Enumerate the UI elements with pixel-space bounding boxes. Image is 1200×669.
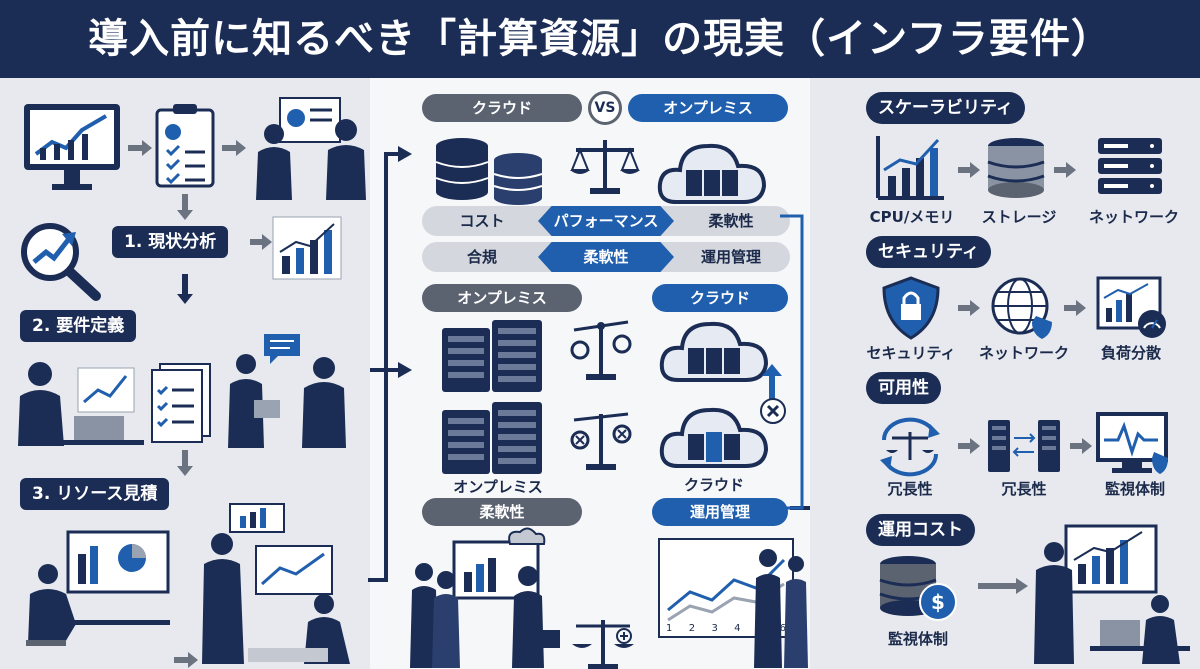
growth-chart-icon: [876, 136, 944, 200]
sync-scale-icon: [880, 417, 940, 477]
team-review-icon: [202, 503, 350, 664]
bar1-middle: パフォーマンス: [538, 206, 674, 236]
document-icon: [151, 363, 211, 443]
scale-up-arrow-icon: [762, 364, 782, 408]
cloud-server-icon: [657, 143, 767, 204]
laptop-user-icon: [18, 362, 144, 446]
availability-title: 可用性: [866, 372, 941, 404]
arrow-icon: [958, 162, 980, 178]
team-presentation-icon: [410, 527, 560, 668]
scalability-title: スケーラビリティ: [866, 92, 1025, 124]
security-title: セキュリティ: [866, 236, 991, 268]
operations-tag: 運用管理: [652, 498, 788, 526]
scale-icon: [570, 140, 640, 194]
server-rack-icon: [442, 320, 542, 392]
comparison-bar-1: コスト パフォーマンス 柔軟性: [422, 206, 790, 236]
svg-text:$: $: [931, 590, 945, 614]
opcost-title: 運用コスト: [866, 514, 975, 546]
server-rack-icon: [442, 402, 542, 474]
clipboard-icon: [155, 104, 215, 188]
arrow-down-icon: [177, 274, 193, 304]
arrow-icon: [1054, 162, 1076, 178]
chart-tick-4: 4: [734, 623, 741, 634]
step-1-label: 1. 現状分析: [112, 226, 229, 258]
step-2-label: 2. 要件定義: [20, 310, 137, 342]
chat-icon: [264, 334, 300, 364]
onprem-tag: オンプレミス: [422, 284, 582, 312]
onprem-caption: オンプレミス: [453, 478, 543, 496]
scalability-item-1: CPU/メモリ: [869, 208, 955, 226]
flexibility-tag: 柔軟性: [422, 498, 582, 526]
security-item-2: ネットワーク: [978, 344, 1069, 362]
arrow-icon: [1064, 300, 1086, 316]
monitor-heartbeat-icon: [1096, 412, 1168, 474]
availability-item-1: 冗長性: [887, 480, 933, 498]
server-stack-icon: [1098, 138, 1162, 194]
scalability-item-2: ストレージ: [981, 208, 1057, 226]
scale-icon: [572, 620, 634, 669]
security-item-1: セキュリティ: [866, 344, 956, 362]
database-icon: [435, 138, 543, 205]
shield-lock-icon: [882, 276, 940, 340]
scale-imbalance-icon: [570, 412, 632, 470]
presenter-icon: [754, 549, 808, 668]
cloud-caption: クラウド: [683, 476, 744, 494]
coin-database-icon: $: [879, 556, 957, 621]
monitor-chart-icon: [24, 104, 120, 190]
arrow-icon: [250, 234, 272, 250]
step-3-label: 3. リソース見積: [20, 478, 170, 510]
bar2-left: 合規: [466, 248, 497, 266]
scalability-item-3: ネットワーク: [1088, 208, 1179, 226]
left-column: 1. 現状分析 2. 要件定義 3. リソース見積: [0, 78, 370, 669]
security-item-3: 負荷分散: [1100, 344, 1161, 362]
blue-connector: [780, 214, 804, 510]
arrow-icon: [958, 300, 980, 316]
arrow-down-icon: [177, 450, 193, 476]
right-column: スケーラビリティ CPU/メモリ ストレージ ネットワーク セキュリティ セキュ…: [810, 78, 1200, 669]
meeting-icon: [256, 97, 366, 200]
availability-item-3: 監視体制: [1104, 480, 1165, 498]
bar2-right: 運用管理: [700, 248, 761, 266]
arrow-icon: [1070, 438, 1092, 454]
arrow-icon: [128, 140, 152, 156]
manager-monitor-icon: [1034, 524, 1190, 664]
database-icon: [987, 138, 1045, 198]
comparison-bar-2: 合規 柔軟性 運用管理: [422, 242, 790, 272]
vs-badge: VS: [588, 91, 622, 125]
arrow-icon: [174, 652, 198, 668]
chart-icon: [272, 216, 342, 280]
arrow-icon: [222, 140, 246, 156]
dashboard-icon: [1096, 276, 1166, 338]
redundant-server-icon: [988, 420, 1060, 472]
onprem-label: オンプレミス: [628, 94, 788, 122]
availability-item-2: 冗長性: [1001, 480, 1047, 498]
cloud-tag: クラウド: [652, 284, 788, 312]
chart-tick-3: 3: [711, 623, 718, 634]
discussion-icon: [228, 354, 346, 448]
scale-icon: [570, 320, 632, 380]
page-title: 導入前に知るべき「計算資源」の現実（インフラ要件）: [0, 0, 1200, 78]
opcost-item-1: 監視体制: [887, 630, 948, 648]
chart-tick-6: 6: [779, 623, 786, 634]
cloud-label: クラウド: [422, 94, 582, 122]
arrow-icon: [978, 578, 1028, 594]
arrow-down-icon: [177, 194, 193, 220]
middle-column: クラウド VS オンプレミス コスト パフォーマンス 柔軟性 合規 柔軟性 運用…: [370, 78, 810, 669]
bar1-right: 柔軟性: [708, 212, 754, 230]
globe-icon: [991, 277, 1052, 339]
chart-tick-2: 2: [688, 623, 696, 634]
magnifier-chart-icon: [21, 223, 101, 301]
bar1-left: コスト: [459, 212, 505, 230]
arrow-icon: [958, 438, 980, 454]
close-icon: [760, 398, 786, 424]
cloud-server-icon: [659, 321, 769, 382]
flow-connector-left: [368, 146, 412, 582]
chart-tick-1: 1: [666, 623, 673, 634]
analyst-desk-icon: [26, 530, 170, 646]
cloud-server-icon: [659, 407, 769, 468]
bar2-middle: 柔軟性: [538, 242, 674, 272]
